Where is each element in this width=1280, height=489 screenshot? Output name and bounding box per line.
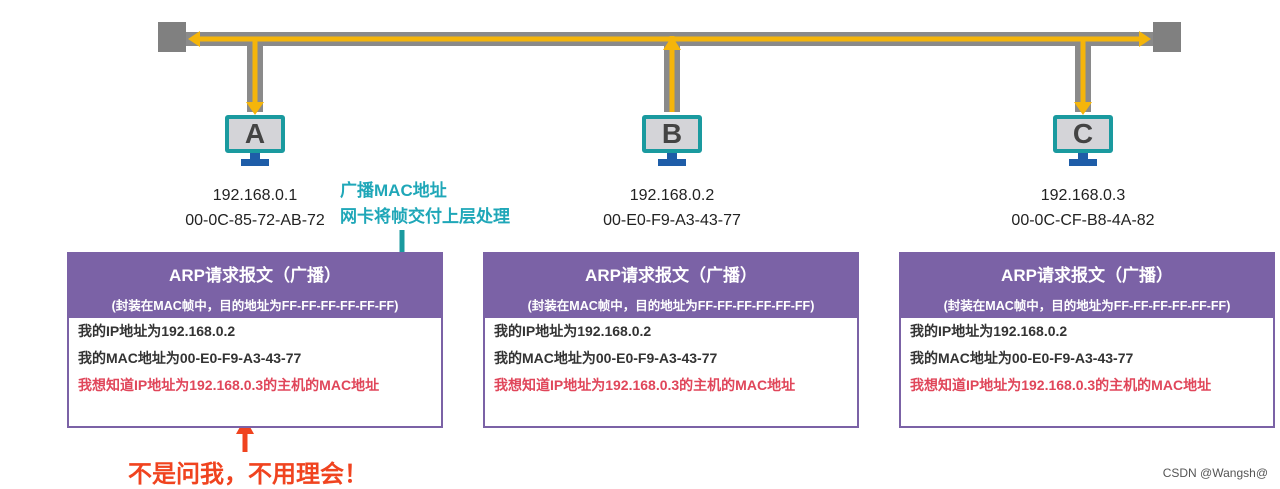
target-query: 我想知道IP地址为192.168.0.3的主机的MAC地址 [78, 377, 380, 393]
host-b-computer-icon: B [642, 115, 702, 179]
host-b-address: 192.168.0.2 00-E0-F9-A3-43-77 [552, 183, 792, 233]
arp-packet-a: ARP请求报文（广播） (封装在MAC帧中，目的地址为FF-FF-FF-FF-FF… [67, 252, 443, 428]
sender-ip: 我的IP地址为192.168.0.2 [910, 323, 1068, 339]
ignore-warning: 不是问我，不用理会！ [128, 461, 368, 488]
mac: 00-0C-CF-B8-4A-82 [1011, 212, 1155, 229]
annotation-line: 网卡将帧交付上层处理 [340, 207, 510, 226]
packet-title: ARP请求报文（广播） [169, 266, 341, 285]
sender-mac: 我的MAC地址为00-E0-F9-A3-43-77 [494, 350, 718, 366]
target-query: 我想知道IP地址为192.168.0.3的主机的MAC地址 [494, 377, 796, 393]
right-terminator [1153, 22, 1181, 52]
arp-packet-b: ARP请求报文（广播） (封装在MAC帧中，目的地址为FF-FF-FF-FF-FF… [483, 252, 859, 428]
packet-title: ARP请求报文（广播） [585, 266, 757, 285]
host-a-computer-icon: A [225, 115, 285, 179]
left-terminator [158, 22, 186, 52]
drop-a [246, 40, 264, 115]
arrow-left [188, 31, 200, 47]
arp-packet-c: ARP请求报文（广播） (封装在MAC帧中，目的地址为FF-FF-FF-FF-FF… [899, 252, 1275, 428]
host-label: B [642, 115, 702, 153]
watermark: CSDN @Wangsh@ [1162, 466, 1268, 480]
sender-mac: 我的MAC地址为00-E0-F9-A3-43-77 [910, 350, 1134, 366]
ip: 192.168.0.2 [629, 187, 715, 204]
packet-title: ARP请求报文（广播） [1001, 266, 1173, 285]
mac: 00-0C-85-72-AB-72 [185, 212, 325, 229]
ip: 192.168.0.1 [212, 187, 298, 204]
mac: 00-E0-F9-A3-43-77 [603, 212, 741, 229]
drop-c [1074, 40, 1092, 115]
annotation-line: 广播MAC地址 [340, 181, 447, 200]
ip: 192.168.0.3 [1040, 187, 1126, 204]
broadcast-annotation: 广播MAC地址网卡将帧交付上层处理 [340, 178, 510, 230]
sender-ip: 我的IP地址为192.168.0.2 [78, 323, 236, 339]
host-c-computer-icon: C [1053, 115, 1113, 179]
host-c-address: 192.168.0.3 00-0C-CF-B8-4A-82 [963, 183, 1203, 233]
host-label: A [225, 115, 285, 153]
sender-mac: 我的MAC地址为00-E0-F9-A3-43-77 [78, 350, 302, 366]
drop-b [663, 36, 681, 112]
arrow-right [1139, 31, 1151, 47]
packet-subtitle: (封装在MAC帧中，目的地址为FF-FF-FF-FF-FF-FF) [943, 299, 1231, 313]
target-query: 我想知道IP地址为192.168.0.3的主机的MAC地址 [910, 377, 1212, 393]
packet-subtitle: (封装在MAC帧中，目的地址为FF-FF-FF-FF-FF-FF) [527, 299, 815, 313]
packet-subtitle: (封装在MAC帧中，目的地址为FF-FF-FF-FF-FF-FF) [111, 299, 399, 313]
host-a-address: 192.168.0.1 00-0C-85-72-AB-72 [135, 183, 375, 233]
sender-ip: 我的IP地址为192.168.0.2 [494, 323, 652, 339]
host-label: C [1053, 115, 1113, 153]
